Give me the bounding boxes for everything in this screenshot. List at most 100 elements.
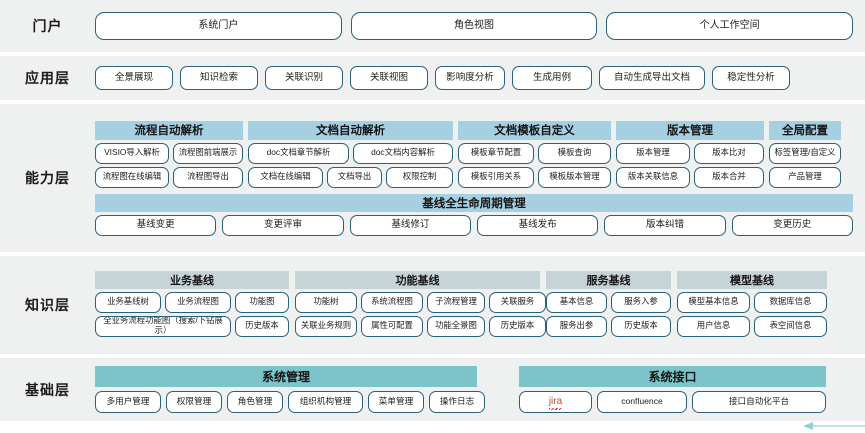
- capability-group-title-0: 流程自动解析: [95, 120, 243, 140]
- application-item-7[interactable]: 稳定性分析: [712, 66, 790, 90]
- base-item-0-3[interactable]: 组织机构管理: [288, 391, 363, 413]
- capability-group-items-4: 标签管理/自定义产品管理: [769, 142, 841, 191]
- application-item-1-label: 知识检索: [199, 71, 238, 83]
- capability-item-0-0-1[interactable]: 流程图前端展示: [173, 142, 243, 164]
- knowledge-item-2-0-0[interactable]: 基本信息: [546, 291, 607, 313]
- knowledge-item-row: 功能树系统流程图子流程管理关联服务: [295, 291, 546, 313]
- knowledge-item-2-0-1-label: 服务入参: [624, 296, 658, 307]
- knowledge-item-0-0-2[interactable]: 功能图: [235, 291, 289, 313]
- base-item-0-2[interactable]: 角色管理: [227, 391, 283, 413]
- capability-group-items-2: 模板章节配置模板查询模板引用关系模板版本管理: [458, 142, 611, 191]
- capability-item-0-1-0[interactable]: 流程图在线编辑: [95, 166, 169, 188]
- knowledge-item-1-0-3[interactable]: 关联服务: [489, 291, 546, 313]
- knowledge-item-1-1-0[interactable]: 关联业务规则: [295, 315, 357, 337]
- knowledge-item-0-0-0-label: 业务基线树: [107, 296, 149, 307]
- knowledge-item-3-0-1[interactable]: 数据库信息: [754, 291, 827, 313]
- knowledge-item-1-1-3[interactable]: 历史版本: [489, 315, 546, 337]
- knowledge-item-1-0-1[interactable]: 系统流程图: [361, 291, 423, 313]
- knowledge-item-1-0-2[interactable]: 子流程管理: [427, 291, 485, 313]
- application-item-1[interactable]: 知识检索: [180, 66, 258, 90]
- lifecycle-item-2[interactable]: 基线修订: [349, 214, 471, 236]
- knowledge-item-row: 业务基线树 业务流程图功能图: [95, 291, 289, 313]
- capability-item-4-0-0[interactable]: 标签管理/自定义: [769, 142, 841, 164]
- capability-item-row: 文档在线编辑 文档导出 权限控制: [248, 166, 453, 188]
- base-item-0-3-label: 组织机构管理: [299, 396, 352, 407]
- capability-item-1-1-1-label: 文档导出: [337, 171, 372, 182]
- knowledge-item-3-1-1-label: 表空间信息: [769, 320, 812, 331]
- capability-item-3-1-0[interactable]: 版本关联信息: [616, 166, 690, 188]
- capability-item-0-1-1[interactable]: 流程图导出: [173, 166, 243, 188]
- knowledge-item-3-0-0[interactable]: 模型基本信息: [677, 291, 750, 313]
- knowledge-group-2: 服务基线基本信息 服务入参服务出参历史版本: [546, 270, 671, 340]
- capability-item-3-0-0-label: 版本管理: [636, 147, 670, 158]
- knowledge-item-3-1-1[interactable]: 表空间信息: [754, 315, 827, 337]
- capability-item-1-1-2[interactable]: 权限控制: [386, 166, 453, 188]
- lifecycle-item-0[interactable]: 基线变更: [95, 214, 217, 236]
- capability-item-2-0-0[interactable]: 模板章节配置: [458, 142, 534, 164]
- capability-item-1-1-0[interactable]: 文档在线编辑: [248, 166, 323, 188]
- capability-item-1-1-1[interactable]: 文档导出: [327, 166, 382, 188]
- knowledge-item-2-1-1[interactable]: 历史版本: [611, 315, 671, 337]
- capability-item-3-0-0[interactable]: 版本管理: [616, 142, 690, 164]
- capability-item-2-1-0[interactable]: 模板引用关系: [458, 166, 534, 188]
- application-item-4[interactable]: 影响度分析: [435, 66, 505, 90]
- portal-item-0[interactable]: 系统门户: [95, 12, 342, 40]
- portal-item-0-label: 系统门户: [198, 20, 239, 32]
- capability-item-row: 流程图在线编辑 流程图导出: [95, 166, 243, 188]
- lifecycle-item-2-label: 基线修订: [391, 218, 430, 230]
- base-item-0-5[interactable]: 操作日志: [429, 391, 485, 413]
- base-item-0-0[interactable]: 多用户管理: [95, 391, 161, 413]
- base-item-1-1[interactable]: confluence: [597, 391, 687, 413]
- base-item-1-2[interactable]: 接口自动化平台: [692, 391, 826, 413]
- knowledge-item-1-1-1[interactable]: 属性可配置: [361, 315, 423, 337]
- knowledge-group-items-2: 基本信息 服务入参服务出参历史版本: [546, 291, 671, 340]
- knowledge-item-0-0-1[interactable]: 业务流程图: [165, 291, 231, 313]
- application-item-3[interactable]: 关联视图: [350, 66, 428, 90]
- knowledge-item-1-0-0[interactable]: 功能树: [295, 291, 357, 313]
- capability-item-1-0-0[interactable]: doc文档章节解析: [248, 142, 349, 164]
- knowledge-item-2-1-0[interactable]: 服务出参: [546, 315, 607, 337]
- base-item-0-1[interactable]: 权限管理: [166, 391, 222, 413]
- capability-item-3-0-1[interactable]: 版本比对: [694, 142, 764, 164]
- knowledge-group-title-2: 服务基线: [546, 270, 671, 289]
- capability-item-4-1-0[interactable]: 产品管理: [769, 166, 841, 188]
- portal-item-2[interactable]: 个人工作空间: [606, 12, 854, 40]
- lifecycle-item-5[interactable]: 变更历史: [731, 214, 853, 236]
- capability-item-row: 版本管理 版本比对: [616, 142, 764, 164]
- lifecycle-item-4[interactable]: 版本纠错: [604, 214, 726, 236]
- knowledge-item-3-1-0[interactable]: 用户信息: [677, 315, 750, 337]
- knowledge-item-0-0-0[interactable]: 业务基线树: [95, 291, 161, 313]
- application-item-2[interactable]: 关联识别: [265, 66, 343, 90]
- lifecycle-item-1[interactable]: 变更评审: [222, 214, 344, 236]
- application-item-7-label: 稳定性分析: [727, 71, 775, 83]
- knowledge-item-1-1-2[interactable]: 功能全景图: [427, 315, 485, 337]
- capability-item-1-0-1[interactable]: doc文档内容解析: [353, 142, 453, 164]
- capability-group-3: 版本管理版本管理 版本比对版本关联信息版本合并: [616, 120, 764, 191]
- capability-item-0-1-1-label: 流程图导出: [187, 171, 229, 182]
- base-item-1-0[interactable]: jira: [519, 391, 592, 413]
- knowledge-item-0-1-0[interactable]: 全业务流程功能图（搜索/下钻展示）: [95, 315, 231, 337]
- knowledge-item-0-1-1[interactable]: 历史版本: [235, 315, 289, 337]
- knowledge-item-3-1-0-label: 用户信息: [696, 320, 731, 331]
- knowledge-item-2-0-1[interactable]: 服务入参: [611, 291, 671, 313]
- lifecycle-item-3[interactable]: 基线发布: [476, 214, 599, 236]
- application-item-6-label: 自动生成导出文档: [613, 71, 690, 83]
- capability-item-2-0-1[interactable]: 模板查询: [538, 142, 611, 164]
- capability-item-2-1-1[interactable]: 模板版本管理: [538, 166, 611, 188]
- application-item-5[interactable]: 生成用例: [512, 66, 592, 90]
- application-item-6[interactable]: 自动生成导出文档: [599, 66, 705, 90]
- knowledge-group-0: 业务基线业务基线树业务流程图功能图全业务流程功能图（搜索/下钻展示）历史版本: [95, 270, 289, 340]
- capability-item-0-0-0[interactable]: VISIO导入解析: [95, 142, 169, 164]
- knowledge-item-2-0-0-label: 基本信息: [559, 296, 594, 307]
- base-item-0-4[interactable]: 菜单管理: [368, 391, 424, 413]
- application-item-0[interactable]: 全景展现: [95, 66, 173, 90]
- portal-item-1[interactable]: 角色视图: [350, 12, 598, 40]
- base-item-1-1-label: confluence: [621, 396, 663, 407]
- capability-item-3-1-1[interactable]: 版本合并: [694, 166, 764, 188]
- layer-label-knowledge: 知识层: [25, 297, 70, 313]
